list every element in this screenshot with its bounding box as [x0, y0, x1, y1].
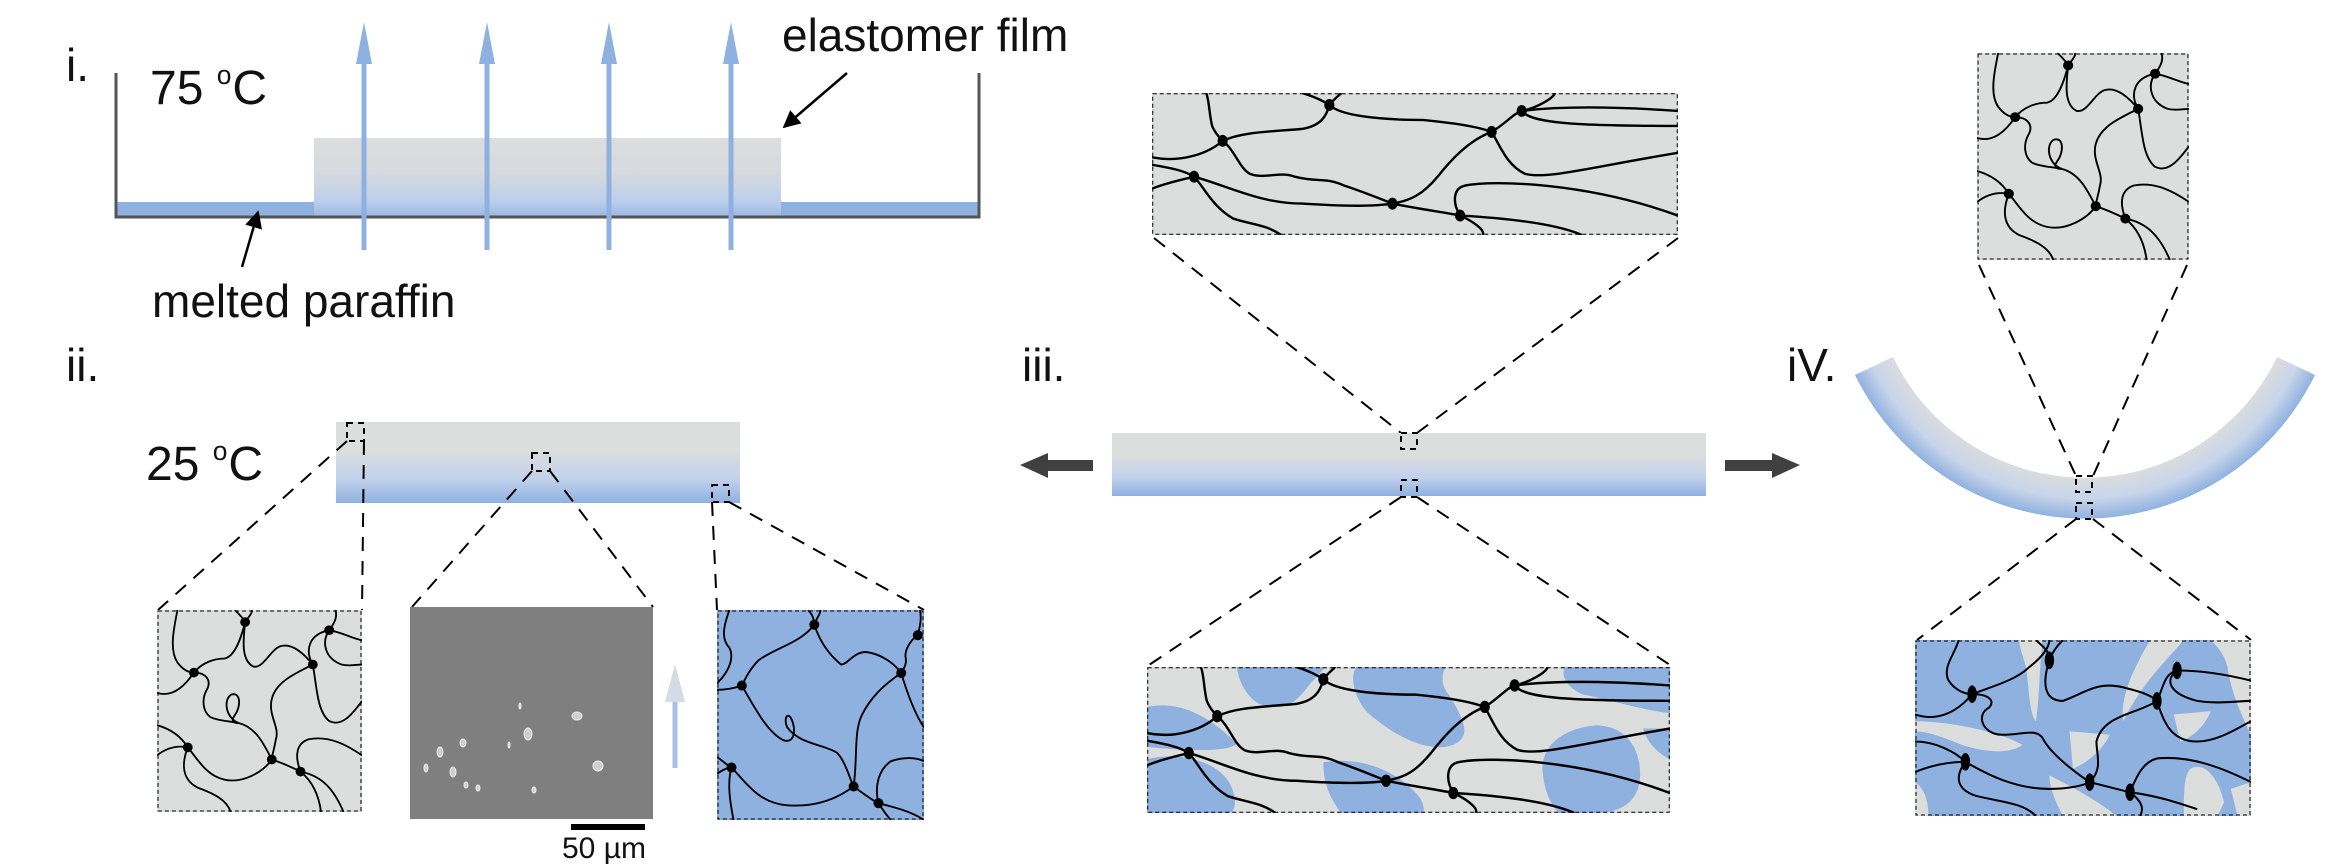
zoom-marker-bottom [2075, 502, 2093, 520]
zoom-marker-top [346, 422, 365, 442]
network-view-elastomer [157, 610, 362, 812]
sem-particle [518, 702, 522, 710]
zoom-guide-lines [1916, 264, 2252, 641]
panel-label-i: i. [66, 39, 89, 91]
panel-label-iii: iii. [1022, 339, 1066, 391]
melted-paraffin-label: melted paraffin [152, 275, 456, 327]
network-view-bottom [1147, 667, 1670, 813]
sem-particle [436, 746, 444, 758]
degree-symbol: o [216, 60, 232, 90]
panel-label-ii: ii. [66, 339, 100, 391]
panel-label-iv: iV. [1787, 339, 1837, 391]
zoom-guide-lines [1148, 237, 1679, 666]
panel-iii [1020, 93, 1800, 813]
zoom-marker-bottom [711, 484, 730, 503]
stretched-film [1112, 433, 1706, 496]
panel-iv [1855, 53, 2315, 816]
sem-particle [531, 786, 537, 794]
network-view-top [1977, 53, 2189, 260]
sem-particle [463, 781, 469, 789]
temperature-unit: C [232, 61, 268, 115]
bent-film [1855, 357, 2315, 519]
panel-i [114, 22, 981, 268]
sem-particle [475, 784, 481, 792]
sem-particle [523, 727, 533, 741]
network-view-paraffin [717, 610, 924, 820]
sem-particle [571, 711, 583, 721]
up-arrow-icon [356, 22, 372, 250]
panel-ii [157, 422, 925, 830]
paraffin-pointer-arrow-icon [240, 210, 263, 268]
zoom-marker-bottom [1400, 479, 1418, 498]
cooled-film [336, 422, 740, 503]
zoom-marker-top [1400, 432, 1418, 450]
container-walls [114, 73, 981, 219]
elastomer-film-block [314, 138, 781, 217]
sem-particle [507, 741, 511, 749]
film-pointer-arrow-icon [782, 72, 848, 129]
temperature-label-ii: 25 oC [146, 438, 263, 489]
container [114, 73, 981, 219]
degree-symbol: o [212, 436, 228, 466]
temperature-unit: C [228, 437, 264, 491]
network-view-top [1152, 93, 1678, 235]
stretch-right-arrow-icon [1725, 453, 1800, 478]
evaporation-arrows [356, 22, 739, 250]
zoom-marker-middle [531, 452, 551, 472]
temperature-value: 75 [150, 61, 204, 115]
sem-particle [592, 760, 604, 772]
up-arrow-icon [723, 22, 739, 250]
sem-particle [423, 763, 429, 773]
zoom-marker-top [2075, 475, 2093, 493]
zoom-guide-lines [157, 440, 925, 611]
network-view-bottom [1915, 640, 2251, 816]
sem-particle [459, 738, 467, 748]
stretch-left-arrow-icon [1020, 453, 1093, 478]
up-arrow-icon [601, 22, 617, 250]
elastomer-film-label: elastomer film [782, 9, 1069, 61]
scale-bar-label: 50 µm [562, 832, 646, 865]
sem-micrograph [410, 607, 653, 819]
sem-particle [449, 766, 457, 778]
up-arrow-icon [665, 664, 685, 768]
up-arrow-icon [479, 22, 495, 250]
temperature-value: 25 [146, 437, 200, 491]
temperature-label-i: 75 oC [150, 62, 267, 113]
